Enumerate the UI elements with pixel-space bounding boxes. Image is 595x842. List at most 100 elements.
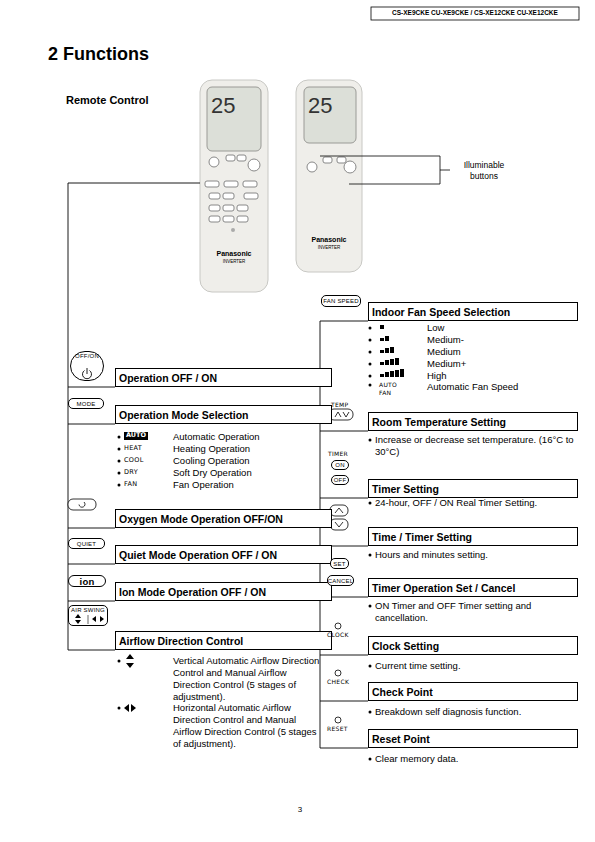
button-label: AIR SWING [71, 607, 105, 613]
remote-key [223, 193, 234, 199]
fan-speed-icon [395, 358, 399, 365]
bullet [369, 554, 372, 557]
vertical-swing-icon [126, 654, 134, 668]
fan-speed-icon [395, 370, 399, 377]
reset-button [335, 717, 341, 723]
time-down-button [330, 519, 348, 530]
function-box: Check Point [368, 682, 578, 701]
bullet [369, 339, 372, 342]
header-frame [371, 7, 579, 20]
page-number: 3 [292, 805, 308, 815]
bullet [369, 363, 372, 366]
function-description: Increase or decrease set temperature. (1… [375, 434, 575, 458]
fan-speed-icon [385, 336, 389, 341]
fan-speed-icon [390, 347, 394, 353]
fan-speed-icon: AUTO FAN [379, 381, 399, 396]
bullet [369, 711, 372, 714]
bullet [369, 375, 372, 378]
function-box: Quiet Mode Operation OFF / ON [115, 545, 332, 564]
up-arrow [335, 508, 343, 513]
function-description: Current time setting. [375, 660, 575, 672]
function-box: Oxygen Mode Operation OFF/ON [115, 509, 332, 528]
bullet [369, 384, 372, 387]
function-box: Timer Setting [368, 479, 578, 498]
section-heading: Remote Control [66, 94, 149, 108]
box-heading: Room Temperature Setting [372, 416, 506, 428]
remote-key [337, 157, 346, 163]
display-digits: 25 [308, 95, 332, 117]
box-heading: Quiet Mode Operation OFF / ON [119, 549, 277, 561]
box-heading: Ion Mode Operation OFF / ON [119, 586, 266, 598]
remote-button: FAN SPEED [321, 295, 361, 307]
function-box: Operation OFF / ON [115, 368, 332, 387]
fan-speed-icon [390, 371, 394, 377]
function-description: Hours and minutes setting. [375, 549, 580, 561]
bullet [369, 439, 372, 442]
callout-leader [440, 170, 450, 171]
bullet [369, 327, 372, 330]
fan-speed-icon [385, 372, 389, 377]
remote-display [207, 87, 261, 151]
oxygen-symbol [79, 502, 85, 507]
display-digits: 25 [211, 95, 235, 117]
button-label: FAN SPEED [323, 298, 358, 304]
button-caption: CLOCK [327, 631, 349, 639]
fan-speed-icon [385, 360, 389, 365]
function-box: Reset Point [368, 729, 578, 748]
header-frame [371, 7, 579, 20]
bullet [369, 502, 372, 505]
temp-button [329, 409, 353, 420]
remote-button: SET [330, 558, 349, 569]
bullet [118, 327, 372, 761]
airflow-description: Horizontal Automatic Airflow Direction C… [173, 702, 325, 750]
clock-button [335, 623, 341, 629]
mode-icon: COOL [124, 456, 144, 464]
remote-key [248, 159, 260, 171]
horizontal-swing-icon [124, 704, 136, 712]
brand-text: Panasonic [208, 250, 260, 259]
function-description: Breakdown self diagnosis function. [375, 706, 575, 718]
button-caption: CHECK [327, 678, 349, 686]
down-arrow [335, 522, 343, 527]
remote-key [237, 155, 246, 161]
fan-speed-name: Medium+ [427, 358, 466, 370]
fan-speed-icon [380, 338, 384, 341]
fan-speed-icon [385, 348, 389, 353]
mode-description: Cooling Operation [173, 455, 250, 467]
oxygen-button [68, 499, 96, 510]
remote-key [344, 161, 356, 173]
box-heading: Indoor Fan Speed Selection [372, 306, 510, 318]
remote-key [244, 193, 258, 199]
fan-speed-icon [390, 359, 394, 365]
fan-speed-icon [400, 369, 404, 377]
button-label: QUIET [77, 541, 96, 547]
function-description: 24-hour, OFF / ON Real Timer Setting. [375, 497, 580, 509]
remote-body [296, 80, 362, 272]
airflow-icon [124, 654, 136, 712]
remote-key [205, 181, 219, 187]
bullet [369, 758, 372, 761]
function-box: Clock Setting [368, 636, 578, 655]
function-box: Ion Mode Operation OFF / ON [115, 582, 332, 601]
function-box: Airflow Direction Control [115, 631, 332, 650]
remote-button: ion [68, 575, 106, 587]
remote-key [323, 157, 332, 163]
button-label: ON [335, 462, 344, 468]
brand-text: Panasonic [304, 236, 354, 245]
remote-key [209, 157, 219, 167]
remote-body [200, 80, 268, 292]
remote-key [209, 205, 220, 211]
function-box: Timer Operation Set / Cancel [368, 578, 578, 597]
swing-symbol [75, 614, 104, 624]
mode-icon: HEAT [124, 444, 142, 452]
function-box: Indoor Fan Speed Selection [368, 302, 578, 321]
function-description: Clear memory data. [375, 753, 575, 765]
callout-leader [320, 156, 440, 184]
mode-description: Fan Operation [173, 479, 234, 491]
box-heading: Clock Setting [372, 640, 439, 652]
remote-key [237, 216, 248, 222]
power-symbol [87, 368, 88, 374]
brand-text: INVERTER [208, 259, 260, 265]
mode-description: Soft Dry Operation [173, 467, 252, 479]
remote-illustration [200, 80, 362, 292]
